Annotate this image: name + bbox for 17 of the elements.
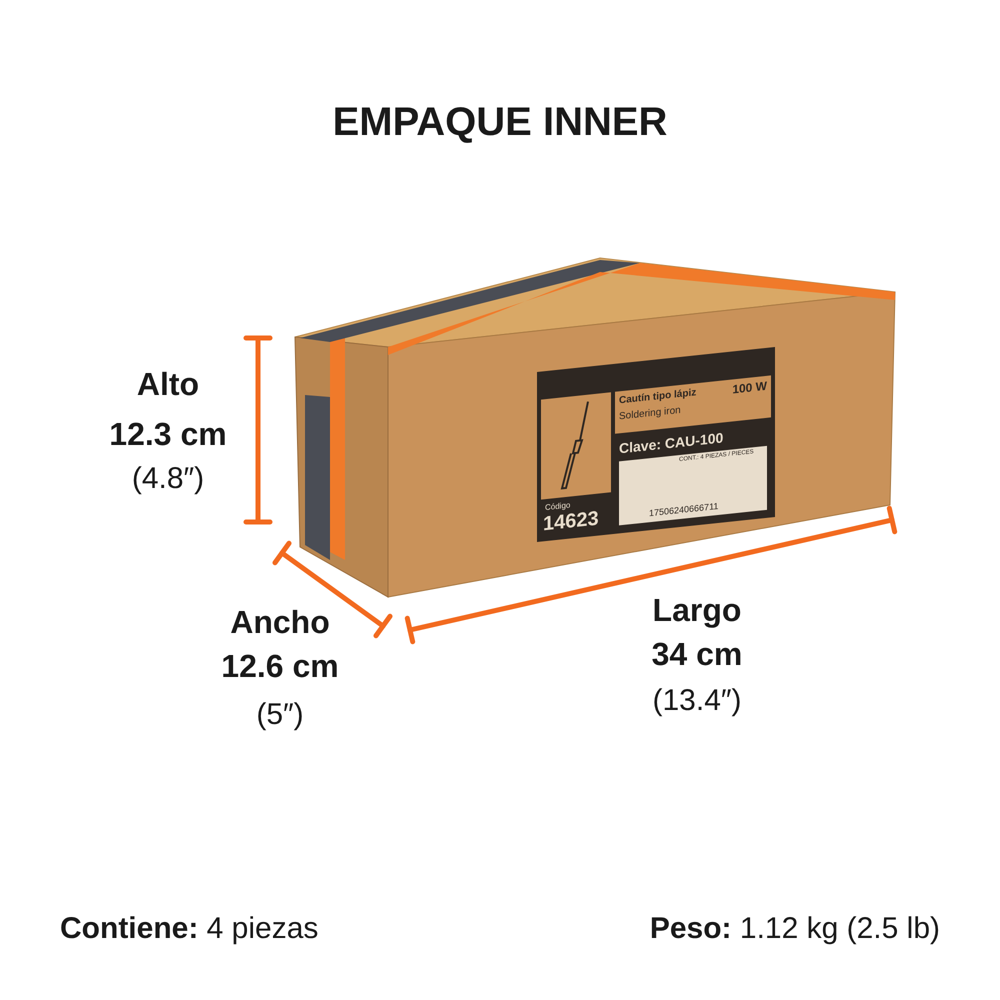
title: EMPAQUE INNER <box>332 100 668 145</box>
dimension-value: (5″) <box>256 698 304 732</box>
dimension-value: 34 cm <box>652 636 742 673</box>
note-text: Peso: 1.12 kg (2.5 lb) <box>650 912 940 946</box>
barcode-number: 17506240666711 <box>649 500 718 518</box>
note-text: Contiene: 4 piezas <box>60 912 318 946</box>
wattage-text: 100 W <box>732 378 767 396</box>
code-label: Código <box>545 500 570 512</box>
dimension-label: Alto <box>136 366 200 403</box>
dimension-value: (13.4″) <box>652 684 742 718</box>
product-name: Cautín tipo lápiz <box>619 387 696 406</box>
dimension-value: 12.3 cm <box>109 416 227 453</box>
dimension-label: Ancho <box>230 604 330 641</box>
product-name: Soldering iron <box>619 404 681 422</box>
dimension-value: (4.8″) <box>132 462 204 496</box>
dimension-value: 12.6 cm <box>221 648 339 685</box>
dimension-label: Largo <box>652 592 742 629</box>
